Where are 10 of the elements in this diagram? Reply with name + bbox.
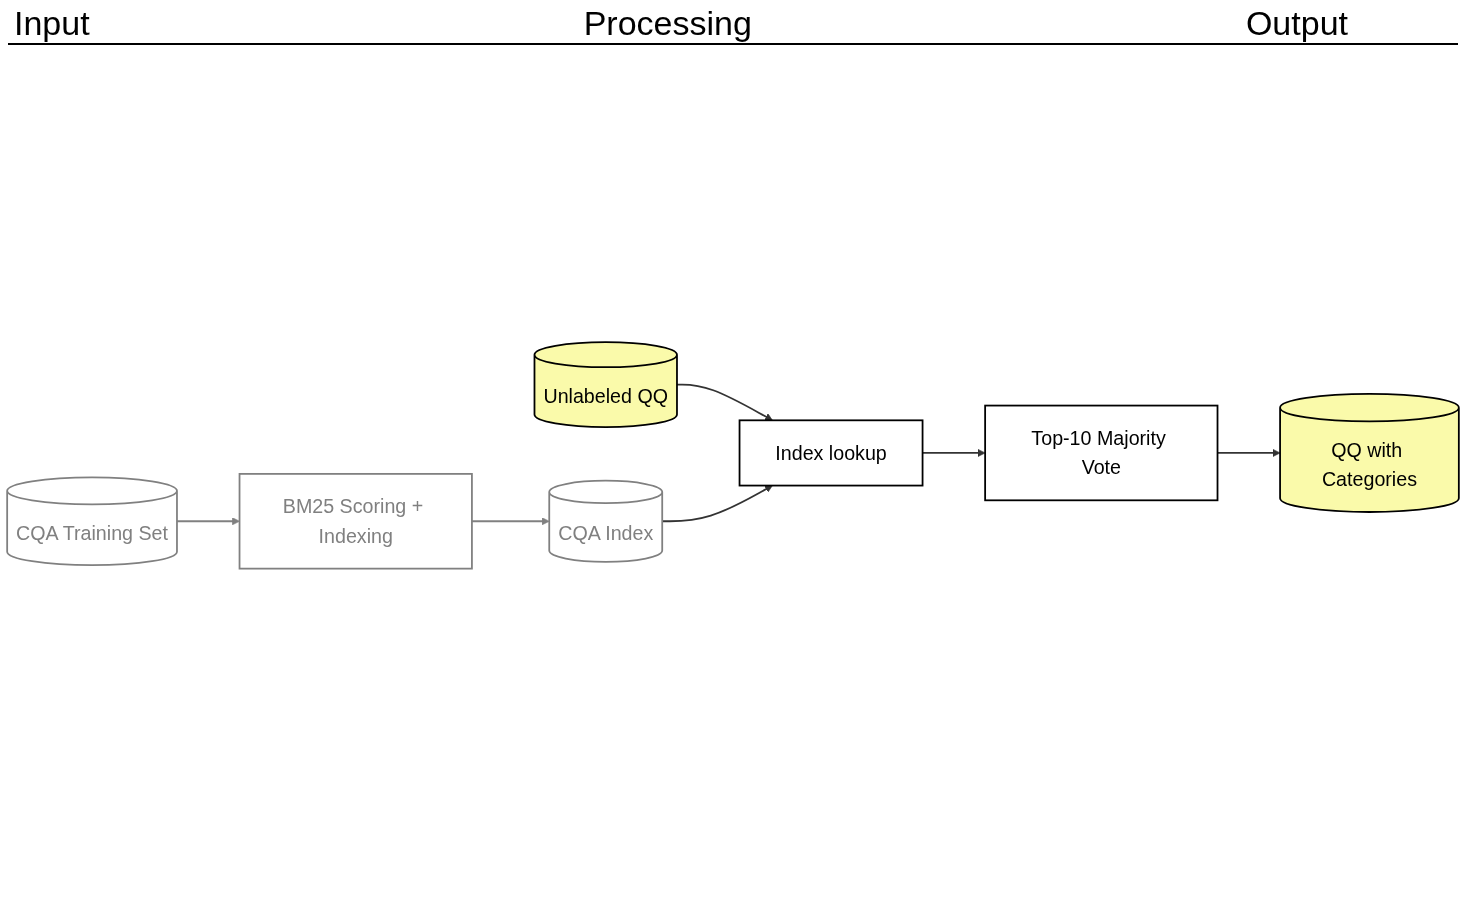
arrow (661, 484, 773, 522)
node-box: Index lookup (738, 419, 924, 487)
node-box: Top-10 Majority Vote (984, 404, 1219, 501)
column-heading: Output (1245, 4, 1348, 43)
column-heading: Processing (583, 4, 752, 43)
arrow (176, 516, 240, 525)
node-box: BM25 Scoring + Indexing (238, 472, 473, 570)
column-heading: Input (14, 4, 90, 43)
arrow (676, 383, 773, 421)
arrow (471, 516, 550, 525)
